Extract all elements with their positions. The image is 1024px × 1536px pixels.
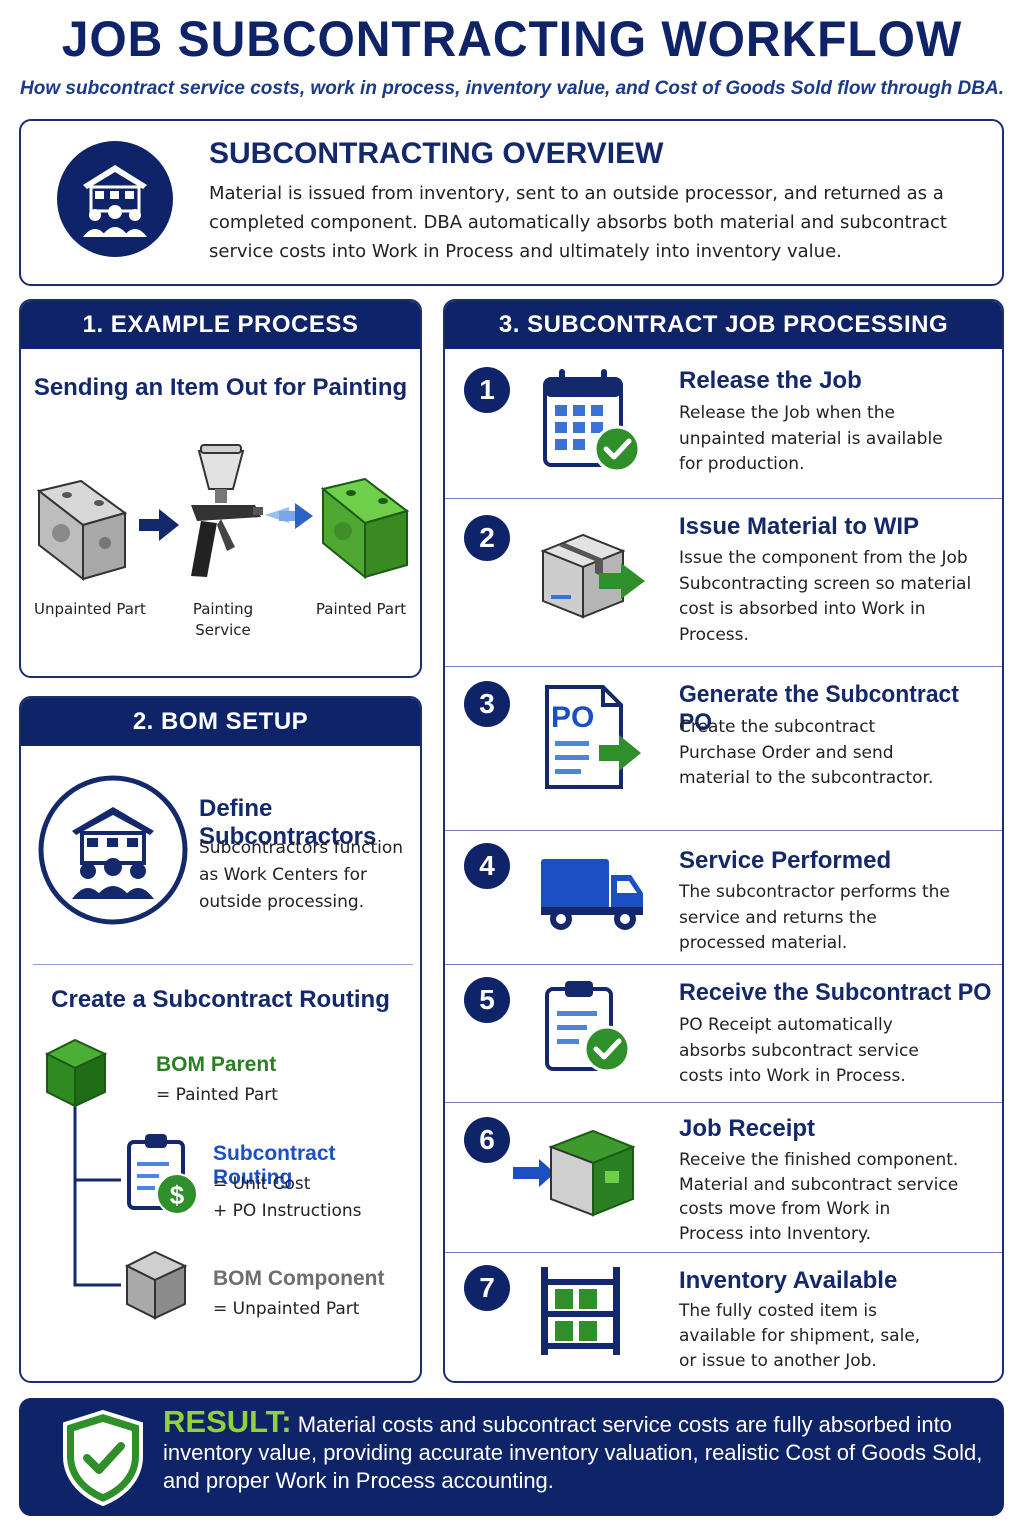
bom-component-label: BOM Component (213, 1267, 385, 1290)
bom-component-cube-icon (124, 1250, 188, 1320)
painted-part-icon (320, 477, 410, 580)
example-process-subheading: Sending an Item Out for Painting (33, 374, 408, 401)
define-subcontractors-title: Define Subcontractors (199, 795, 377, 850)
step-title: Generate the Subcontract PO (679, 681, 959, 736)
process-step: 4 Service Performed The subcontractor pe… (445, 831, 1002, 965)
painting-illustration (36, 444, 410, 582)
example-process-panel: 1. EXAMPLE PROCESS Sending an Item Out f… (19, 299, 422, 678)
example-process-heading: 1. EXAMPLE PROCESS (21, 301, 420, 349)
step-title: Service Performed (679, 847, 892, 874)
bom-parent-label: BOM Parent (156, 1053, 277, 1076)
page-title: JOB SUBCONTRACTING WORKFLOW (61, 11, 963, 67)
truck-icon (541, 859, 643, 930)
step-number: 5 (464, 977, 510, 1023)
define-subcontractors-text: Subcontractors function as Work Centers … (199, 838, 404, 912)
painting-service-caption: Painting Service (192, 600, 254, 639)
green-box-arrow-icon (513, 1129, 636, 1217)
step-number: 3 (464, 681, 510, 727)
svg-text:$: $ (170, 1180, 185, 1210)
bom-parent-value: = Painted Part (156, 1085, 278, 1105)
box-arrow-icon (540, 533, 645, 619)
arrow-right-icon (139, 509, 179, 541)
po-document-icon: PO (545, 685, 641, 789)
step-number: 6 (464, 1117, 510, 1163)
step-text: Create the subcontract Purchase Order an… (679, 717, 934, 788)
step-title: Release the Job (679, 367, 862, 394)
po-icon-text: PO (551, 701, 594, 734)
clipboard-dollar-icon: $ (127, 1134, 198, 1215)
bom-parent-cube-icon (44, 1038, 108, 1108)
spray-gun-icon (191, 444, 263, 577)
step-title: Job Receipt (679, 1115, 816, 1142)
process-step: 7 Inventory Available The fully costed i… (445, 1253, 1002, 1381)
step-title: Inventory Available (679, 1267, 898, 1294)
step-number: 7 (464, 1265, 510, 1311)
clipboard-check-icon (545, 981, 631, 1073)
warehouse-people-icon (57, 141, 173, 257)
step-title: Receive the Subcontract PO (679, 979, 992, 1006)
unpainted-part-icon (36, 479, 128, 582)
subcontract-routing-label: Subcontract Routing (213, 1142, 336, 1189)
calendar-check-icon (543, 369, 641, 473)
step-text: The subcontractor performs the service a… (679, 882, 950, 953)
shield-check-icon (63, 1409, 143, 1506)
page-subtitle: How subcontract service costs, work in p… (20, 78, 1004, 99)
result-text: RESULT: Material costs and subcontract s… (163, 1406, 983, 1495)
step-text: The fully costed item is available for s… (679, 1301, 921, 1371)
subcontractor-warehouse-icon (38, 775, 188, 925)
bom-tree-diagram: $ (44, 1038, 198, 1320)
step-title: Issue Material to WIP (679, 513, 920, 540)
overview-panel: SUBCONTRACTING OVERVIEW Material is issu… (19, 119, 1004, 286)
overview-text: Material is issued from inventory, sent … (209, 183, 947, 262)
bom-setup-heading: 2. BOM SETUP (21, 698, 420, 746)
step-text: Release the Job when the unpainted mater… (679, 403, 943, 474)
result-label: RESULT: (163, 1404, 292, 1439)
step-number: 1 (464, 367, 510, 413)
process-step: 1 Release the Job Release the Job when t… (445, 349, 1002, 499)
process-step: 3 PO Generate the Subcontract PO Create … (445, 667, 1002, 831)
result-body: Material costs and subcontract service c… (163, 1412, 983, 1493)
process-step: 6 Job Receipt Receive the finished compo… (445, 1103, 1002, 1253)
unpainted-part-caption: Unpainted Part (34, 600, 146, 618)
spray-arrow-icon (265, 503, 313, 529)
step-text: Receive the finished component. Material… (679, 1150, 959, 1244)
step-number: 2 (464, 515, 510, 561)
divider (33, 964, 413, 965)
subcontract-routing-value-1: = Unit Cost (213, 1174, 311, 1194)
bom-setup-panel: 2. BOM SETUP Define Subcontractors Subco… (19, 696, 422, 1383)
step-text: Issue the component from the Job Subcont… (679, 548, 972, 645)
subcontract-routing-value-2: + PO Instructions (213, 1201, 362, 1221)
step-number: 4 (464, 843, 510, 889)
step-text: PO Receipt automatically absorbs subcont… (679, 1015, 919, 1086)
shelf-icon (541, 1267, 620, 1355)
process-step: 5 Receive the Subcontract PO PO Receipt … (445, 965, 1002, 1103)
create-routing-title: Create a Subcontract Routing (51, 986, 390, 1013)
processing-heading: 3. SUBCONTRACT JOB PROCESSING (445, 301, 1002, 349)
painted-part-caption: Painted Part (315, 600, 407, 618)
result-banner: RESULT: Material costs and subcontract s… (19, 1398, 1004, 1516)
process-step: 2 Issue Material to WIP Issue the compon… (445, 499, 1002, 667)
bom-component-value: = Unpainted Part (213, 1299, 360, 1319)
overview-title: SUBCONTRACTING OVERVIEW (209, 137, 664, 170)
subcontract-processing-panel: 3. SUBCONTRACT JOB PROCESSING 1 Release … (443, 299, 1004, 1383)
